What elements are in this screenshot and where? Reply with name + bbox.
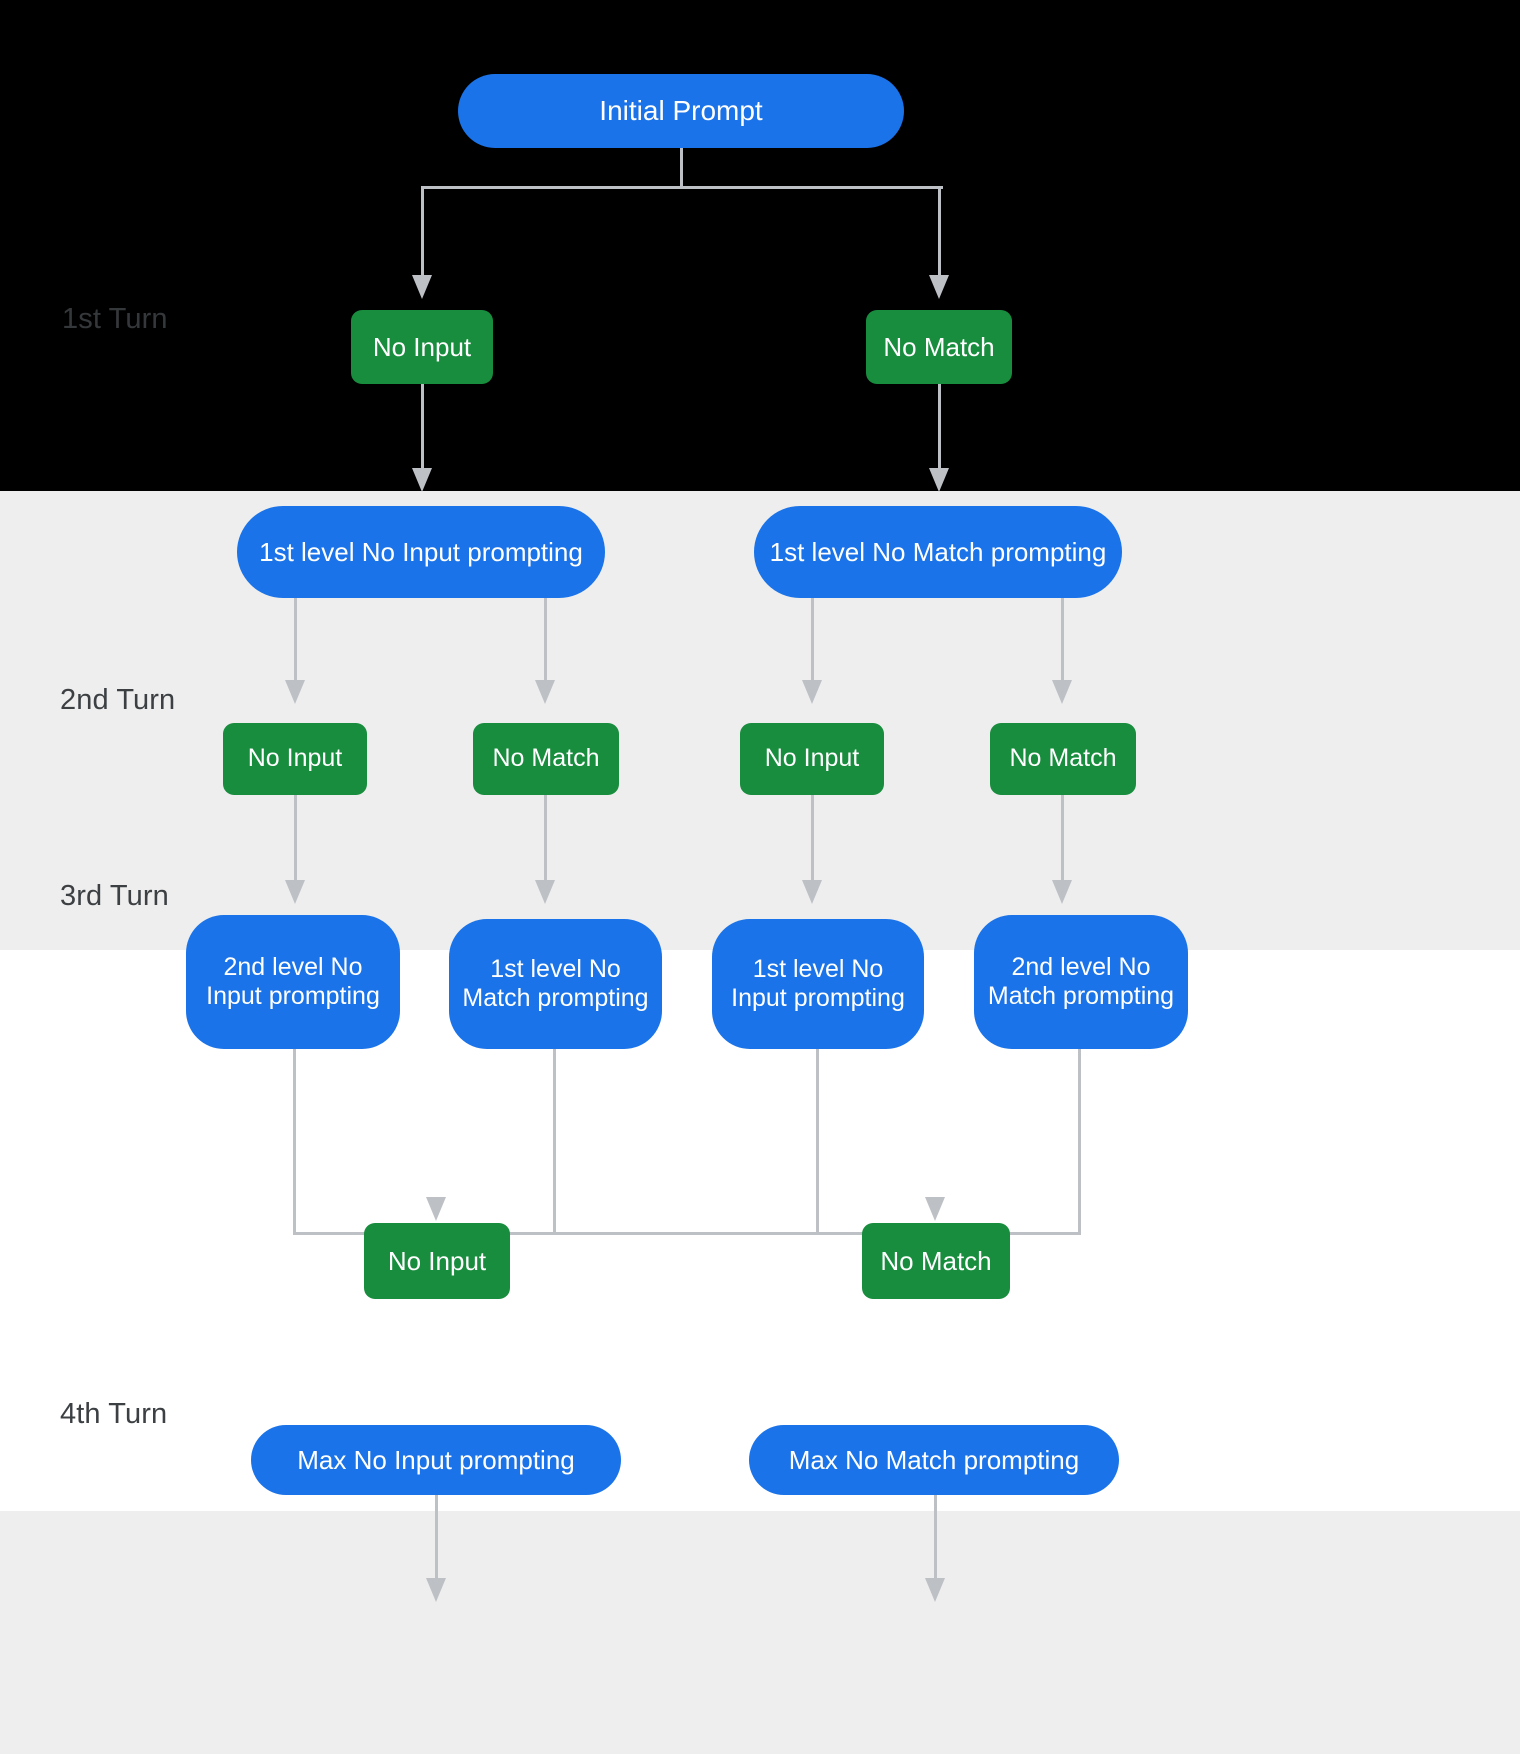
node-t2-prompt-no-input[interactable]: 1st level No Input prompting <box>237 506 605 598</box>
node-t3-prompt-1st-no-match-label: 1st level No Match prompting <box>462 954 649 1013</box>
node-t4-max-no-input[interactable]: Max No Input prompting <box>251 1425 621 1495</box>
connector-t2-left-to-no-input <box>294 596 297 684</box>
connector-t4-left <box>435 1436 438 1581</box>
node-t3-prompt-2nd-no-input-label: 2nd level No Input prompting <box>206 952 380 1011</box>
arrowhead-to-t1-no-input <box>412 275 432 299</box>
connector-merge-bus <box>293 1232 1081 1235</box>
node-t3-no-input[interactable]: No Input <box>364 1223 510 1299</box>
node-t1-no-input-label: No Input <box>372 331 472 362</box>
arrowhead-t2-no-match-a <box>535 680 555 704</box>
turn-label-4th: 4th Turn <box>60 1398 168 1430</box>
node-t3-prompt-2nd-no-match-label: 2nd level No Match prompting <box>987 952 1175 1011</box>
node-t2-prompt-no-input-label: 1st level No Input prompting <box>259 536 583 567</box>
turn-label-2nd: 2nd Turn <box>60 684 176 716</box>
connector-t1-no-input-down <box>421 382 424 472</box>
node-t2-no-match-a[interactable]: No Match <box>473 723 619 795</box>
node-t2-prompt-no-match[interactable]: 1st level No Match prompting <box>754 506 1122 598</box>
node-t2-no-input-b-label: No Input <box>764 744 860 773</box>
connector-t2-right-to-no-input <box>811 596 814 684</box>
connector-t3-drop-4 <box>1061 795 1064 883</box>
node-t3-prompt-2nd-no-match[interactable]: 2nd level No Match prompting <box>974 915 1188 1049</box>
connector-merge-up-2 <box>553 1045 556 1235</box>
node-t2-no-input-a[interactable]: No Input <box>223 723 367 795</box>
node-t4-max-no-input-label: Max No Input prompting <box>297 1444 575 1475</box>
connector-merge-up-3 <box>816 1045 819 1235</box>
node-t2-no-match-a-label: No Match <box>492 744 600 773</box>
arrowhead-bus-to-no-input <box>426 1197 446 1221</box>
turn-label-3rd: 3rd Turn <box>60 880 169 912</box>
arrowhead-to-max-no-match <box>925 1578 945 1602</box>
connector-t2-right-to-no-match <box>1061 596 1064 684</box>
arrowhead-t2-no-input-a <box>285 680 305 704</box>
arrowhead-t3-prompt-1 <box>285 880 305 904</box>
arrowhead-t3-prompt-2 <box>535 880 555 904</box>
arrowhead-bus-to-no-match <box>925 1197 945 1221</box>
node-t3-no-match-label: No Match <box>880 1245 992 1276</box>
connector-t4-right <box>934 1436 937 1581</box>
node-t4-max-no-match-label: Max No Match prompting <box>788 1444 1080 1475</box>
node-initial-prompt-label: Initial Prompt <box>599 95 763 127</box>
node-t1-no-match-label: No Match <box>883 331 995 362</box>
arrowhead-to-t2-prompt-no-input <box>412 468 432 492</box>
node-t2-prompt-no-match-label: 1st level No Match prompting <box>769 536 1107 567</box>
node-t1-no-match[interactable]: No Match <box>866 310 1012 384</box>
node-t3-prompt-2nd-no-input[interactable]: 2nd level No Input prompting <box>186 915 400 1049</box>
node-t2-no-input-a-label: No Input <box>247 744 343 773</box>
node-t2-no-match-b[interactable]: No Match <box>990 723 1136 795</box>
node-t2-no-input-b[interactable]: No Input <box>740 723 884 795</box>
arrowhead-t2-no-input-b <box>802 680 822 704</box>
turn-band-4 <box>0 1511 1520 1754</box>
node-t4-max-no-match[interactable]: Max No Match prompting <box>749 1425 1119 1495</box>
arrowhead-to-t2-prompt-no-match <box>929 468 949 492</box>
node-t3-prompt-1st-no-input[interactable]: 1st level No Input prompting <box>712 919 924 1049</box>
node-t3-prompt-1st-no-input-label: 1st level No Input prompting <box>731 954 905 1013</box>
connector-t3-drop-2 <box>544 795 547 883</box>
node-t2-no-match-b-label: No Match <box>1009 744 1117 773</box>
arrowhead-t2-no-match-b <box>1052 680 1072 704</box>
node-t3-prompt-1st-no-match[interactable]: 1st level No Match prompting <box>449 919 662 1049</box>
connector-initial-right-drop <box>938 186 941 278</box>
arrowhead-to-t1-no-match <box>929 275 949 299</box>
node-t3-no-input-label: No Input <box>387 1245 487 1276</box>
arrowhead-to-max-no-input <box>426 1578 446 1602</box>
connector-merge-up-4 <box>1078 1045 1081 1235</box>
node-t3-no-match[interactable]: No Match <box>862 1223 1010 1299</box>
node-t1-no-input[interactable]: No Input <box>351 310 493 384</box>
node-initial-prompt[interactable]: Initial Prompt <box>458 74 904 148</box>
connector-t3-drop-1 <box>294 795 297 883</box>
arrowhead-t3-prompt-3 <box>802 880 822 904</box>
connector-t1-no-match-down <box>938 382 941 472</box>
connector-initial-split-bar <box>422 186 943 189</box>
connector-t3-drop-3 <box>811 795 814 883</box>
turn-label-1st: 1st Turn <box>62 303 168 335</box>
connector-initial-left-drop <box>421 186 424 278</box>
connector-t2-left-to-no-match <box>544 596 547 684</box>
connector-initial-stem <box>680 146 683 188</box>
connector-merge-up-1 <box>293 1045 296 1235</box>
arrowhead-t3-prompt-4 <box>1052 880 1072 904</box>
